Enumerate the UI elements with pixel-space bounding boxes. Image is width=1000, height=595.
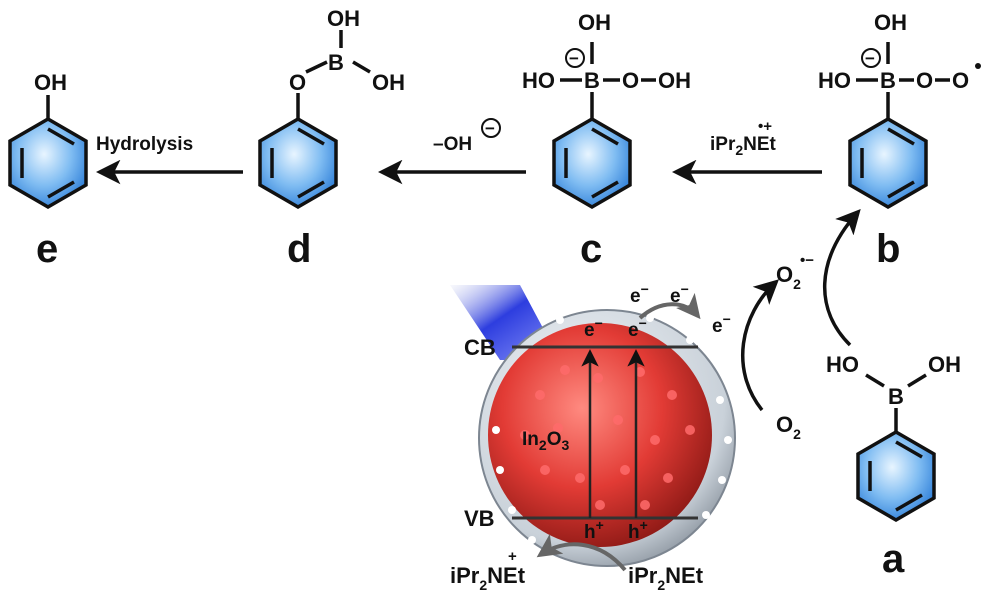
electron-3: e−: [630, 281, 649, 307]
top-amine-mark: •+: [758, 118, 772, 135]
material-label: In2O3: [522, 429, 569, 453]
superoxide-label: O2: [776, 262, 801, 292]
b-radical-dot: [975, 63, 981, 69]
compound-c: B OH HO O OH − c: [522, 10, 691, 271]
particle-core: [488, 323, 712, 547]
hole-1: h+: [584, 517, 604, 543]
c-charge: −: [569, 49, 579, 68]
b-oxygen-1: O: [916, 68, 933, 93]
hydroxide-charge: −: [485, 119, 495, 138]
electron-4: e−: [670, 281, 689, 307]
d-boron: B: [328, 50, 344, 75]
svg-text:iPr2NEt: iPr2NEt: [710, 134, 777, 158]
hole-transfer: iPr2NEt iPr2NEt +: [450, 533, 704, 593]
compound-d: O B OH OH d: [258, 6, 405, 271]
d-oxygen: O: [289, 70, 306, 95]
compound-b: B OH HO O O − b: [818, 10, 981, 271]
particle-dots: [520, 365, 695, 510]
hole-2: h+: [628, 517, 648, 543]
amine-bottom: iPr2NEt: [628, 563, 704, 593]
cb-label: CB: [464, 335, 496, 360]
hydroxide-label: –OH: [433, 134, 472, 155]
label-d: d: [287, 227, 311, 271]
electron-transfer: e− e− e−: [630, 281, 731, 337]
c-oxygen: O: [622, 68, 639, 93]
a-oh-right: OH: [928, 352, 961, 377]
top-amine-sub: 2: [735, 142, 743, 158]
electron-2: e−: [628, 315, 647, 341]
label-b: b: [876, 227, 900, 271]
c-ho-left: HO: [522, 68, 555, 93]
cation-mark: +: [508, 548, 517, 565]
b-boron: B: [880, 68, 896, 93]
arrow-hydroxide-loss: –OH −: [377, 118, 526, 185]
a-ho-left: HO: [826, 352, 859, 377]
compound-a: B HO OH a: [826, 352, 961, 581]
d-oh-top: OH: [327, 6, 360, 31]
arrow-amine-radical: iPr2NEt •+: [671, 118, 822, 185]
hydrolysis-label: Hydrolysis: [96, 134, 193, 155]
superoxide-mark: •−: [800, 252, 814, 269]
electron-5: e−: [712, 311, 731, 337]
b-ho-left: HO: [818, 68, 851, 93]
label-c: c: [580, 227, 602, 271]
b-oxygen-2: O: [952, 68, 969, 93]
compound-e: OH e: [8, 70, 88, 271]
top-amine-base: iPr: [710, 134, 736, 155]
oxygen-label: O2: [776, 412, 801, 442]
c-boron: B: [584, 68, 600, 93]
top-amine-rest: NEt: [743, 134, 776, 155]
d-oh-right: OH: [372, 70, 405, 95]
a-boron: B: [888, 384, 904, 409]
b-oh-top: OH: [874, 10, 907, 35]
arrow-a-to-b: [822, 208, 861, 347]
electron-1: e−: [584, 315, 603, 341]
phenol-oh: OH: [34, 70, 67, 95]
arrow-oxygen-reduction: [741, 279, 780, 412]
label-a: a: [882, 537, 905, 581]
c-oh-right: OH: [658, 68, 691, 93]
b-charge: −: [865, 49, 875, 68]
arrow-hydrolysis: Hydrolysis: [95, 134, 243, 185]
vb-label: VB: [464, 506, 495, 531]
in2o3-particle: CB VB e− e− h+ h+ In2O3: [450, 285, 736, 567]
label-e: e: [36, 227, 58, 271]
shell-pores: [492, 314, 732, 544]
cation-bottom: iPr2NEt: [450, 563, 526, 593]
c-oh-top: OH: [578, 10, 611, 35]
